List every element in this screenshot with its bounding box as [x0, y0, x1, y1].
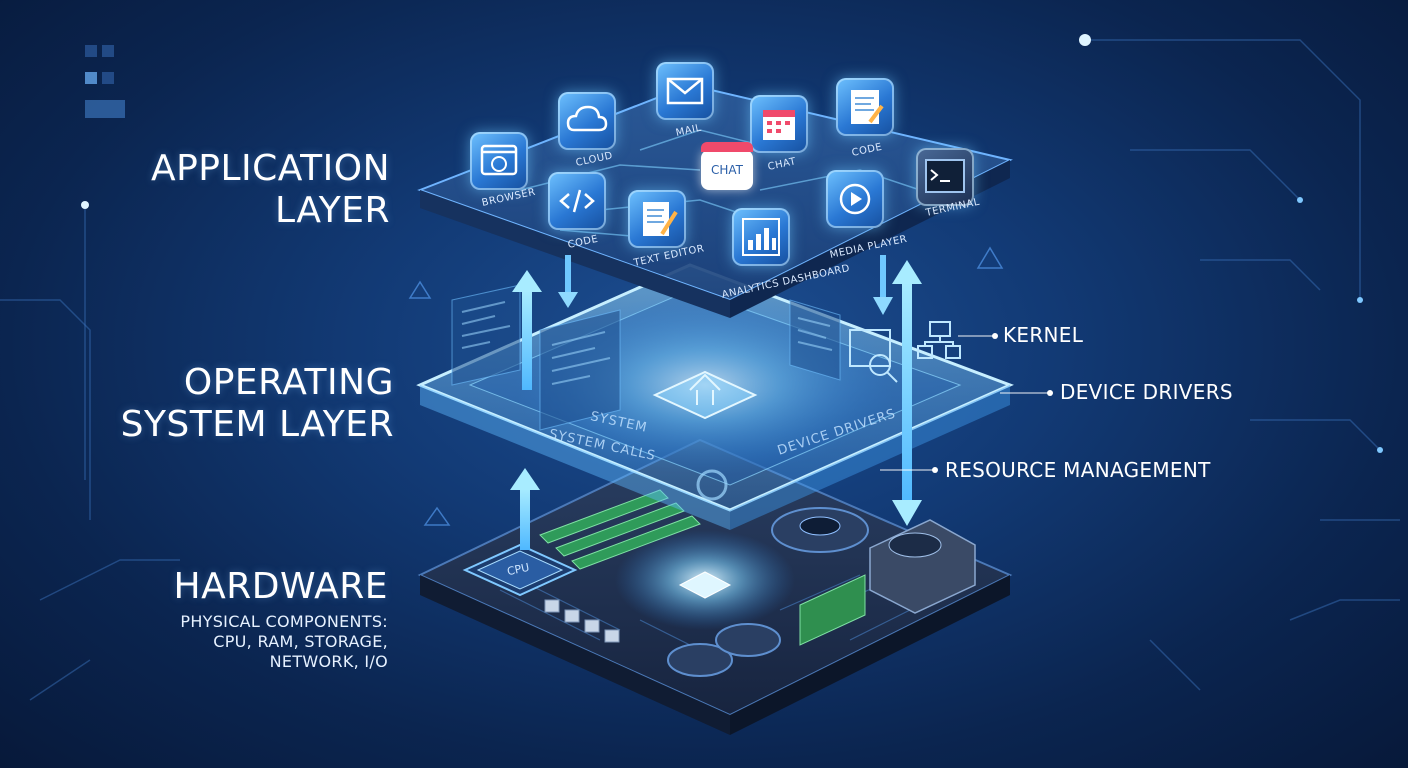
- os-title-line1: OPERATING: [183, 362, 394, 403]
- os-title-line2: SYSTEM LAYER: [120, 404, 394, 445]
- background-squares: [85, 45, 125, 118]
- background-triangles: [408, 246, 1004, 526]
- chat-bubble-text: CHAT: [710, 163, 743, 177]
- text-editor-app-icon: [628, 190, 686, 248]
- chat-bubble-topbar: [701, 142, 753, 152]
- background-nodes: [81, 34, 1383, 453]
- media-player-app-icon: [826, 170, 884, 228]
- application-layer-title: APPLICATION LAYER: [151, 148, 390, 232]
- arrow-down-right-small: [873, 255, 893, 315]
- background-circuit-lines: [0, 39, 1400, 701]
- code-panel-lines: [461, 301, 833, 385]
- hardware-title: HARDWARE: [173, 566, 388, 607]
- terminal-app-icon: [916, 148, 974, 206]
- callout-kernel: KERNEL: [1003, 323, 1084, 347]
- cloud-app-icon: [558, 92, 616, 150]
- browser-app-icon: [470, 132, 528, 190]
- code-app-icon: [548, 172, 606, 230]
- hardware-sub-line1: PHYSICAL COMPONENTS:: [180, 612, 388, 631]
- hardware-sub-line3: NETWORK, I/O: [269, 652, 388, 671]
- callout-lines: [880, 335, 1050, 471]
- arrow-up-left-lower: [510, 468, 540, 550]
- hardware-subtitle: PHYSICAL COMPONENTS: CPU, RAM, STORAGE, …: [180, 612, 388, 672]
- arrow-up-left: [512, 270, 542, 390]
- magnifier-graphic: [849, 329, 898, 383]
- hardware-sub-line2: CPU, RAM, STORAGE,: [213, 632, 388, 651]
- cpu-chip-graphic: [462, 543, 578, 597]
- code-doc-app-icon: [836, 78, 894, 136]
- os-layer-title: OPERATING SYSTEM LAYER: [121, 362, 394, 446]
- arrow-bidirectional-right: [892, 260, 922, 526]
- hardware-layer-title: HARDWARE: [174, 566, 388, 608]
- application-title-line1: APPLICATION: [150, 148, 390, 189]
- callout-device-drivers: DEVICE DRIVERS: [1060, 380, 1233, 404]
- board-components: [544, 599, 620, 643]
- kernel-tree-graphic: [917, 321, 961, 359]
- chat-bubble-icon: CHAT: [701, 142, 753, 190]
- storage-discs: [667, 507, 869, 677]
- power-supply-unit: [869, 519, 976, 614]
- application-title-line2: LAYER: [275, 190, 390, 231]
- mail-app-icon: [656, 62, 714, 120]
- ram-modules: [539, 489, 701, 570]
- analytics-dashboard-app-icon: [732, 208, 790, 266]
- callout-dots: [932, 333, 1053, 473]
- arrow-down-small: [558, 255, 578, 308]
- calendar-app-icon: [750, 95, 808, 153]
- callout-resource-management: RESOURCE MANAGEMENT: [945, 458, 1211, 482]
- central-processor: [615, 530, 795, 630]
- network-card: [799, 574, 866, 646]
